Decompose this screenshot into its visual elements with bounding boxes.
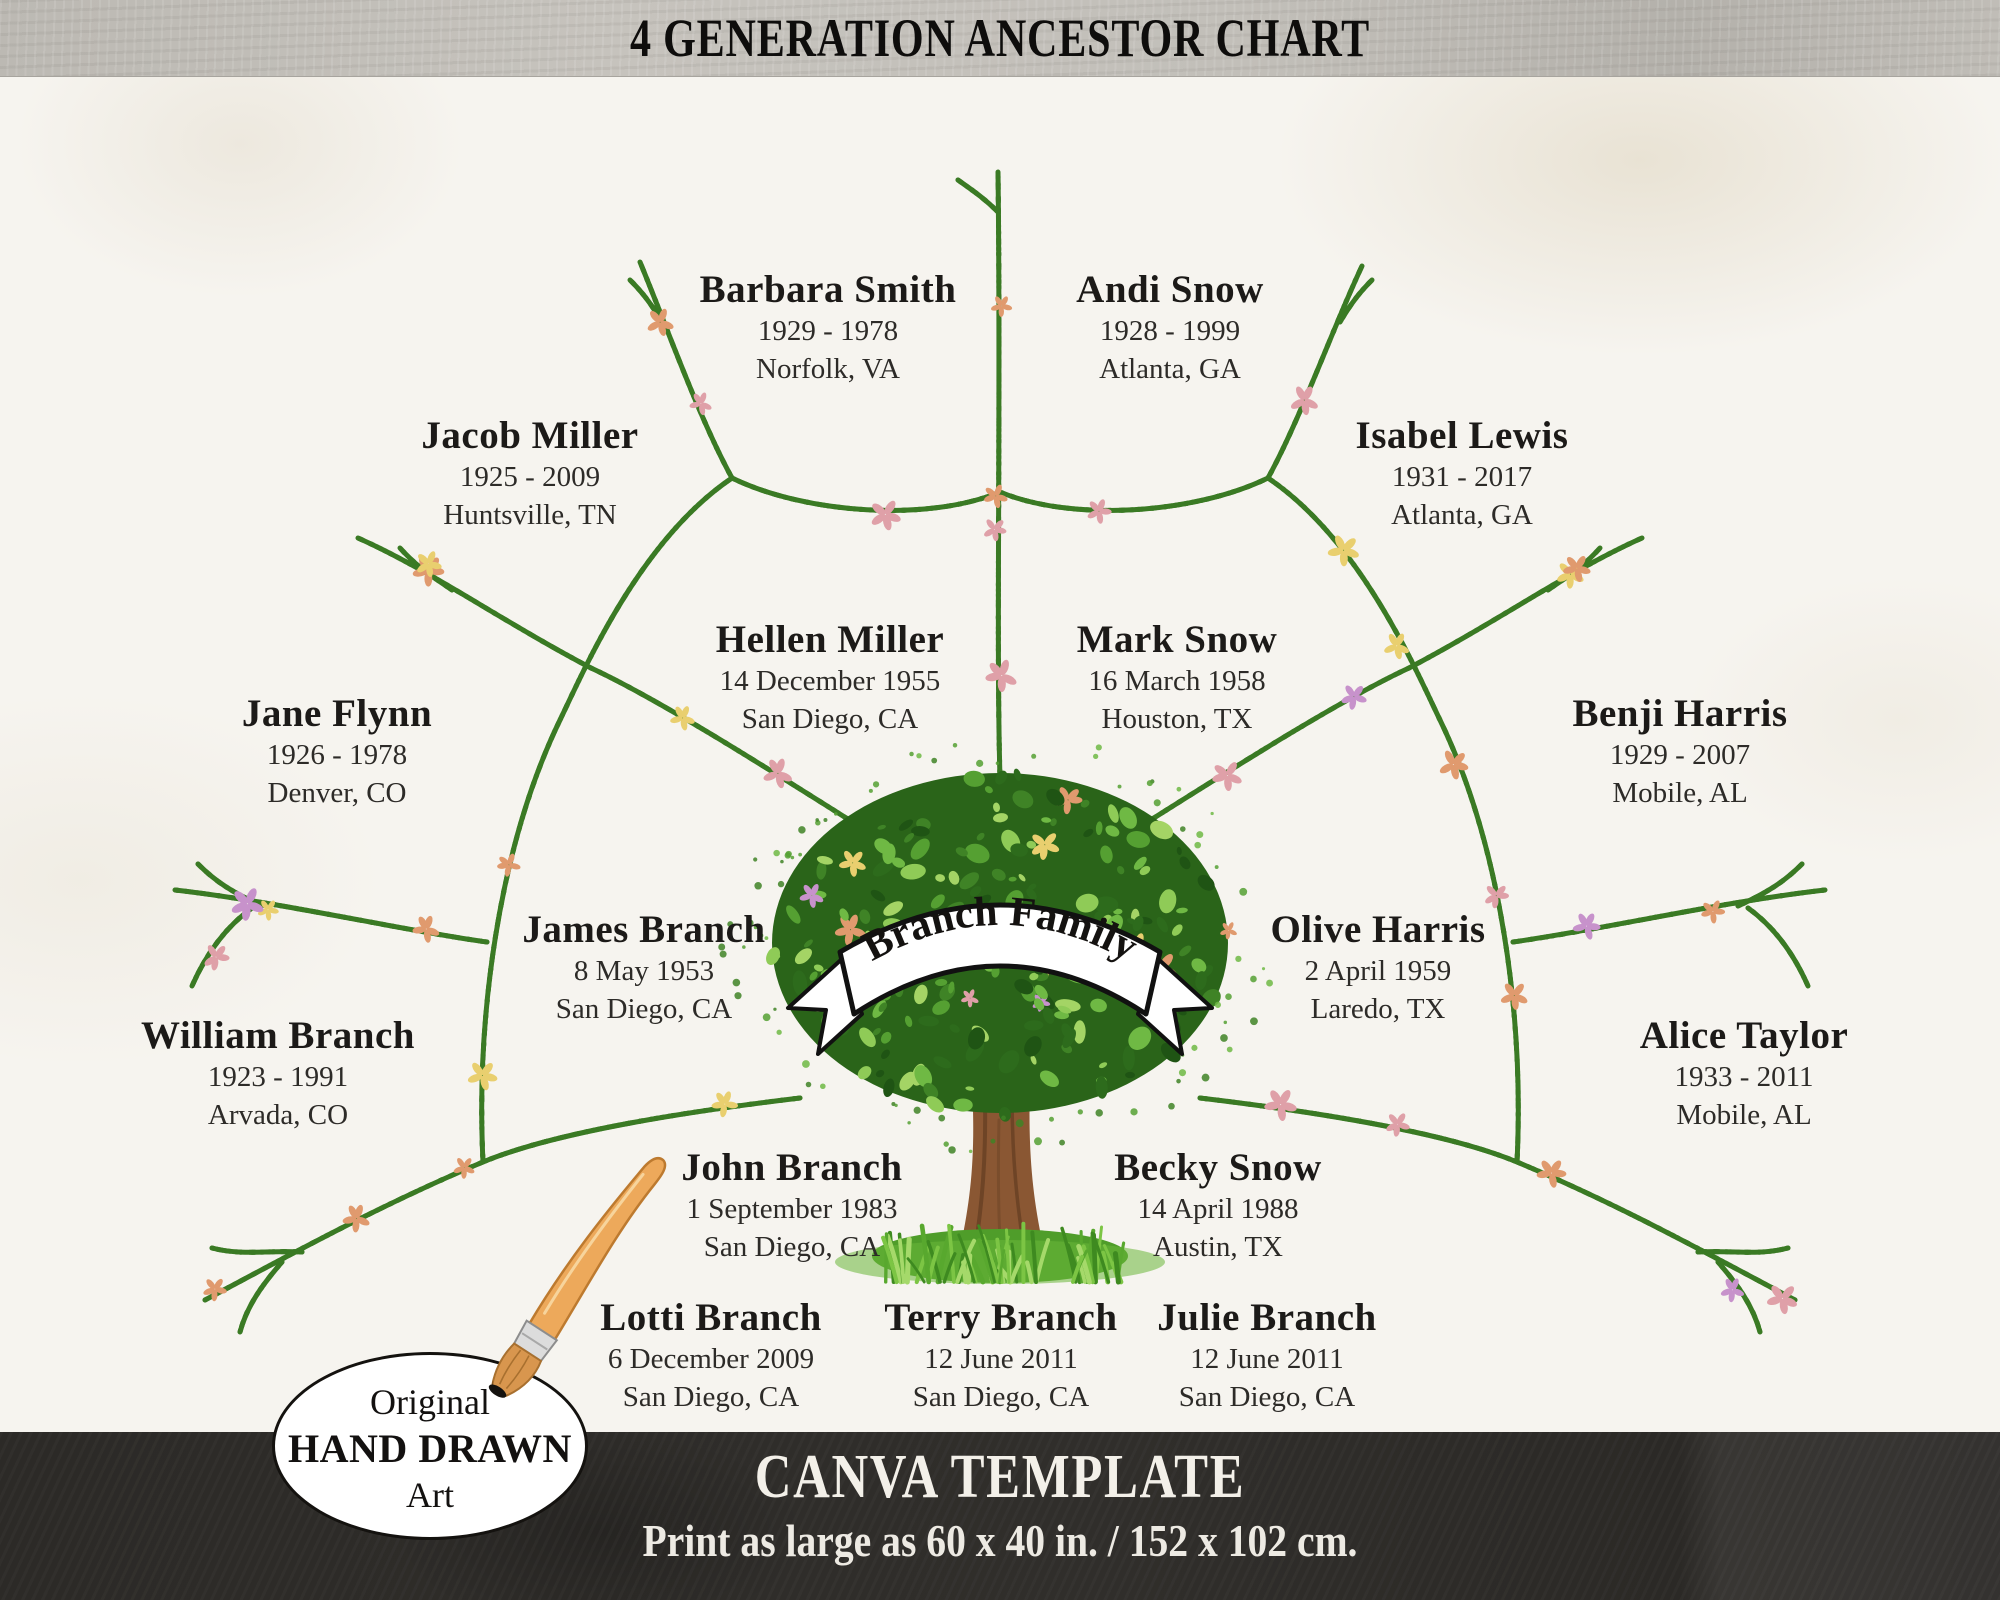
person-dates: 1931 - 2017: [1391, 460, 1533, 493]
person-card-barbara-smith: Barbara Smith 1929 - 1978 Norfolk, VA: [700, 268, 957, 388]
person-name: Benji Harris: [1572, 692, 1788, 735]
person-dates: 8 May 1953: [573, 954, 715, 987]
person-dates: 2 April 1959: [1304, 954, 1452, 987]
footer-title: CANVA TEMPLATE: [754, 1443, 1246, 1511]
person-name: Lotti Branch: [600, 1296, 822, 1339]
person-name: John Branch: [681, 1146, 903, 1189]
person-name: Jane Flynn: [241, 692, 433, 735]
person-place: Norfolk, VA: [756, 352, 900, 385]
person-card-william-branch: William Branch 1923 - 1991 Arvada, CO: [141, 1014, 415, 1134]
person-place: Laredo, TX: [1310, 992, 1446, 1025]
person-name: Isabel Lewis: [1355, 414, 1569, 457]
person-place: San Diego, CA: [703, 1230, 881, 1263]
person-name: Becky Snow: [1114, 1146, 1322, 1189]
person-card-jacob-miller: Jacob Miller 1925 - 2009 Huntsville, TN: [421, 414, 638, 534]
person-dates: 1929 - 2007: [1609, 738, 1751, 771]
person-name: Terry Branch: [884, 1296, 1118, 1339]
badge-line-1: Original: [370, 1382, 490, 1422]
person-card-jane-flynn: Jane Flynn 1926 - 1978 Denver, CO: [242, 692, 432, 812]
person-dates: 1 September 1983: [686, 1192, 898, 1225]
person-name: Barbara Smith: [699, 268, 957, 311]
person-place: Denver, CO: [267, 776, 407, 809]
person-name: James Branch: [522, 908, 766, 951]
person-dates: 6 December 2009: [607, 1342, 815, 1375]
person-place: Austin, TX: [1153, 1230, 1283, 1263]
person-card-john-branch: John Branch 1 September 1983 San Diego, …: [681, 1146, 902, 1266]
person-name: William Branch: [141, 1014, 415, 1057]
person-dates: 1928 - 1999: [1099, 314, 1241, 347]
person-name: Julie Branch: [1157, 1296, 1377, 1339]
person-card-becky-snow: Becky Snow 14 April 1988 Austin, TX: [1114, 1146, 1322, 1266]
person-name: Olive Harris: [1270, 908, 1486, 951]
person-name: Andi Snow: [1076, 268, 1264, 311]
grass-tuft: [835, 1221, 1165, 1285]
person-card-benji-harris: Benji Harris 1929 - 2007 Mobile, AL: [1572, 692, 1787, 812]
badge-line-3: Art: [406, 1474, 454, 1515]
person-dates: 12 June 2011: [924, 1342, 1078, 1375]
person-dates: 1923 - 1991: [207, 1060, 349, 1093]
person-dates: 14 April 1988: [1137, 1192, 1299, 1225]
person-name: Mark Snow: [1076, 618, 1278, 661]
footer-subtitle: Print as large as 60 x 40 in. / 152 x 10…: [642, 1516, 1358, 1566]
person-place: Houston, TX: [1101, 702, 1253, 735]
person-dates: 1926 - 1978: [266, 738, 408, 771]
person-card-julie-branch: Julie Branch 12 June 2011 San Diego, CA: [1157, 1296, 1376, 1416]
person-card-andi-snow: Andi Snow 1928 - 1999 Atlanta, GA: [1076, 268, 1264, 388]
paintbrush-icon: [488, 1156, 667, 1398]
person-card-olive-harris: Olive Harris 2 April 1959 Laredo, TX: [1270, 908, 1485, 1028]
person-card-hellen-miller: Hellen Miller 14 December 1955 San Diego…: [716, 618, 945, 738]
person-place: San Diego, CA: [741, 702, 919, 735]
hand-drawn-art-badge: Original HAND DRAWN Art: [272, 1352, 588, 1540]
person-name: Jacob Miller: [421, 414, 639, 457]
person-card-terry-branch: Terry Branch 12 June 2011 San Diego, CA: [884, 1296, 1117, 1416]
page-title: 4 GENERATION ANCESTOR CHART: [629, 8, 1371, 68]
person-place: Mobile, AL: [1612, 776, 1748, 809]
person-dates: 16 March 1958: [1088, 664, 1266, 697]
person-place: Atlanta, GA: [1391, 498, 1533, 531]
badge-line-2: HAND DRAWN: [288, 1425, 572, 1471]
person-place: San Diego, CA: [555, 992, 733, 1025]
person-place: Huntsville, TN: [443, 498, 617, 531]
person-dates: 1925 - 2009: [459, 460, 601, 493]
person-place: Arvada, CO: [207, 1098, 349, 1131]
garland-flowers: [203, 296, 1797, 1315]
person-place: Mobile, AL: [1676, 1098, 1812, 1131]
person-name: Hellen Miller: [715, 618, 945, 661]
person-dates: 1933 - 2011: [1674, 1060, 1814, 1093]
person-place: San Diego, CA: [1178, 1380, 1356, 1413]
person-dates: 12 June 2011: [1190, 1342, 1344, 1375]
person-card-lotti-branch: Lotti Branch 6 December 2009 San Diego, …: [600, 1296, 822, 1416]
person-place: Atlanta, GA: [1099, 352, 1241, 385]
person-card-james-branch: James Branch 8 May 1953 San Diego, CA: [522, 908, 765, 1028]
person-card-alice-taylor: Alice Taylor 1933 - 2011 Mobile, AL: [1640, 1014, 1849, 1134]
person-dates: 14 December 1955: [719, 664, 941, 697]
header-banner: 4 GENERATION ANCESTOR CHART: [0, 0, 2000, 77]
person-name: Alice Taylor: [1639, 1014, 1849, 1057]
person-card-mark-snow: Mark Snow 16 March 1958 Houston, TX: [1077, 618, 1278, 738]
person-card-isabel-lewis: Isabel Lewis 1931 - 2017 Atlanta, GA: [1356, 414, 1569, 534]
person-dates: 1929 - 1978: [757, 314, 899, 347]
person-place: San Diego, CA: [912, 1380, 1090, 1413]
person-place: San Diego, CA: [622, 1380, 800, 1413]
